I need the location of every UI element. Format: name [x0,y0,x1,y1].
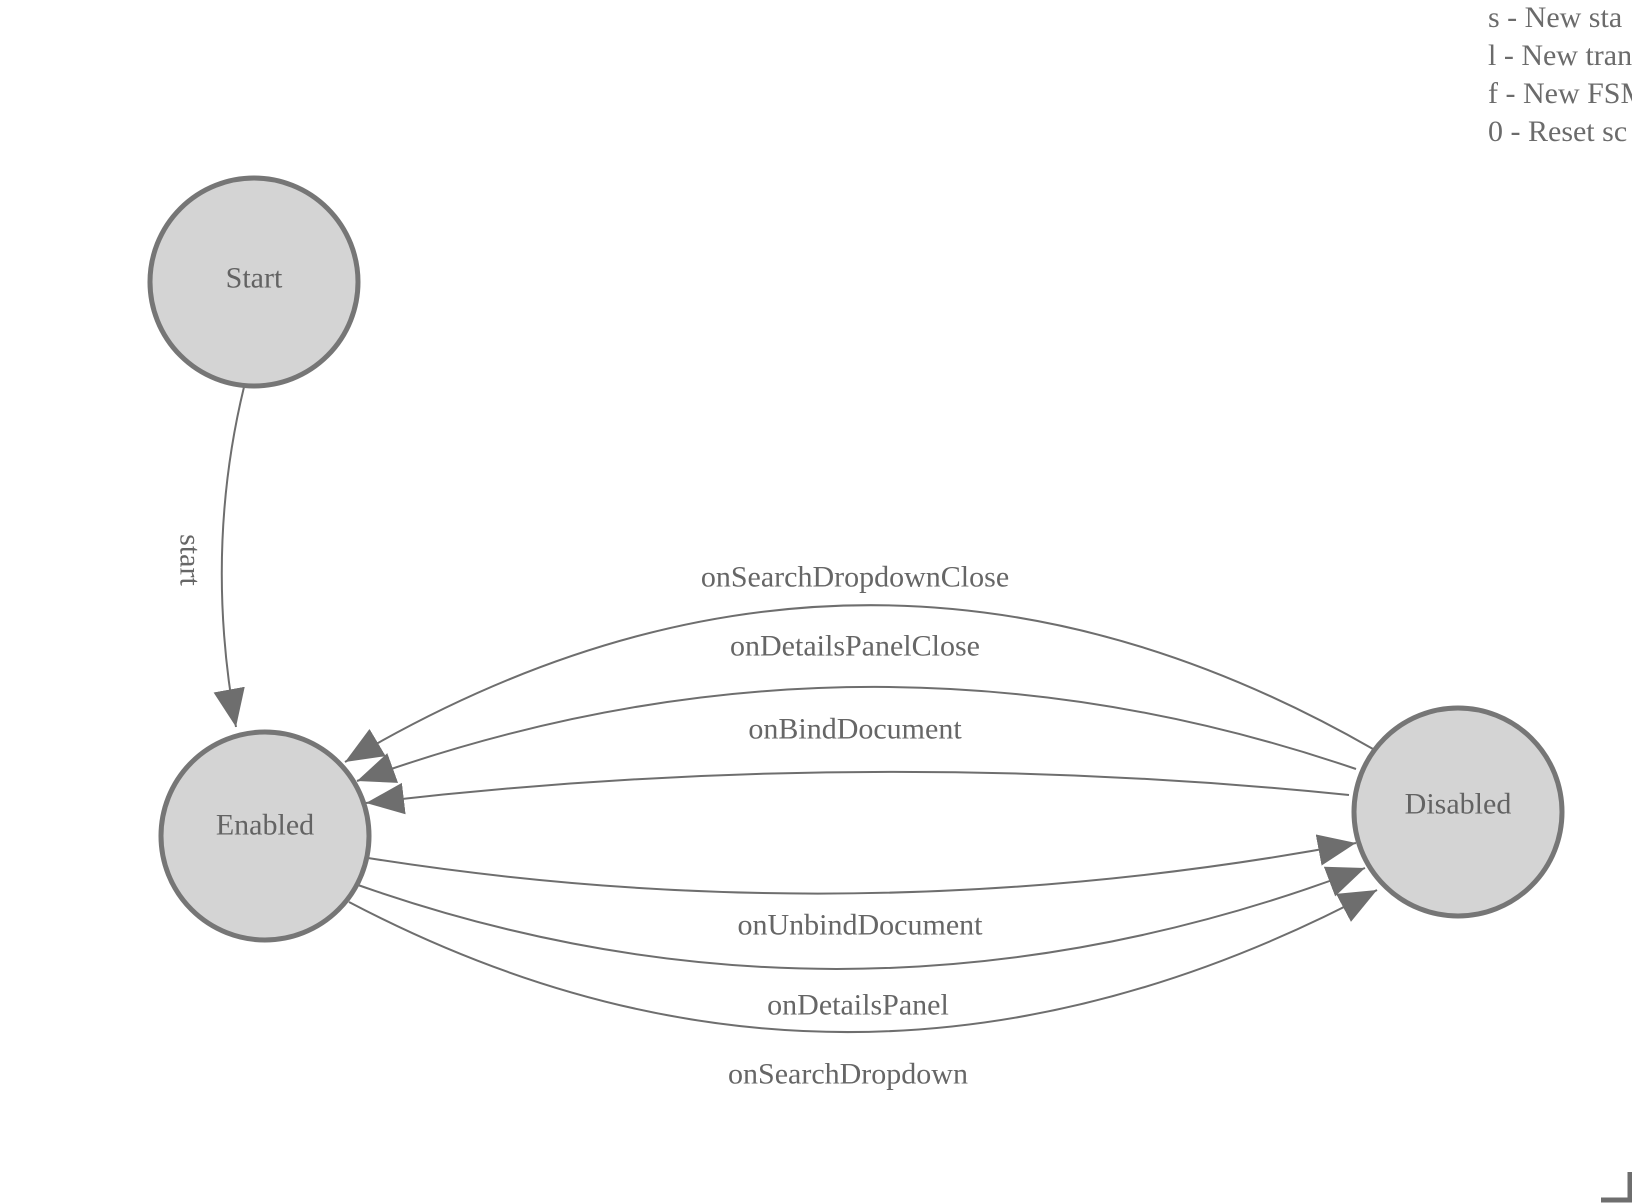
state-label: Enabled [216,809,314,842]
transition-label: onUnbindDocument [738,909,984,942]
state-start-circle[interactable] [147,175,361,389]
legend-line: l - New tran [1488,39,1632,72]
legend: s - New sta l - New tran f - New FSM 0 -… [1488,1,1632,148]
transition-label: start [174,534,207,586]
transition-label: onSearchDropdown [728,1058,968,1091]
transition-label: onDetailsPanel [767,989,949,1022]
transition-edge[interactable] [365,770,1350,815]
legend-line: 0 - Reset sc [1488,115,1627,148]
canvas-corner [1601,1172,1632,1203]
transition-start-edge[interactable] [213,386,245,728]
transition-edge[interactable] [344,604,1374,763]
transition-onBindDocument[interactable]: onBindDocument [365,713,1350,815]
state-disabled-circle[interactable] [1351,705,1565,919]
transition-onSearchDropdown[interactable]: onSearchDropdown [348,889,1378,1091]
transition-onDetailsPanelClose[interactable]: onDetailsPanelClose [356,630,1357,783]
transition-label: onDetailsPanelClose [730,630,980,663]
transition-onDetailsPanel[interactable]: onDetailsPanel [357,866,1366,1022]
transition-onSearchDropdownClose[interactable]: onSearchDropdownClose [344,561,1374,763]
transition-label: onBindDocument [748,713,962,746]
state-start[interactable]: Start [147,175,361,389]
transition-edge[interactable] [356,685,1357,783]
transition-edge[interactable] [367,834,1357,895]
transition-edge[interactable] [348,889,1378,1033]
legend-line: f - New FSM [1488,77,1632,110]
state-label: Start [226,262,283,295]
transition-start[interactable]: start [174,386,245,728]
transition-onUnbindDocument[interactable]: onUnbindDocument [367,834,1357,942]
state-label: Disabled [1405,788,1512,821]
state-enabled-circle[interactable] [158,729,372,943]
transition-edge[interactable] [357,866,1366,970]
state-disabled[interactable]: Disabled [1351,705,1565,919]
transition-label: onSearchDropdownClose [701,561,1009,594]
state-enabled[interactable]: Enabled [158,729,372,943]
legend-line: s - New sta [1488,1,1622,34]
